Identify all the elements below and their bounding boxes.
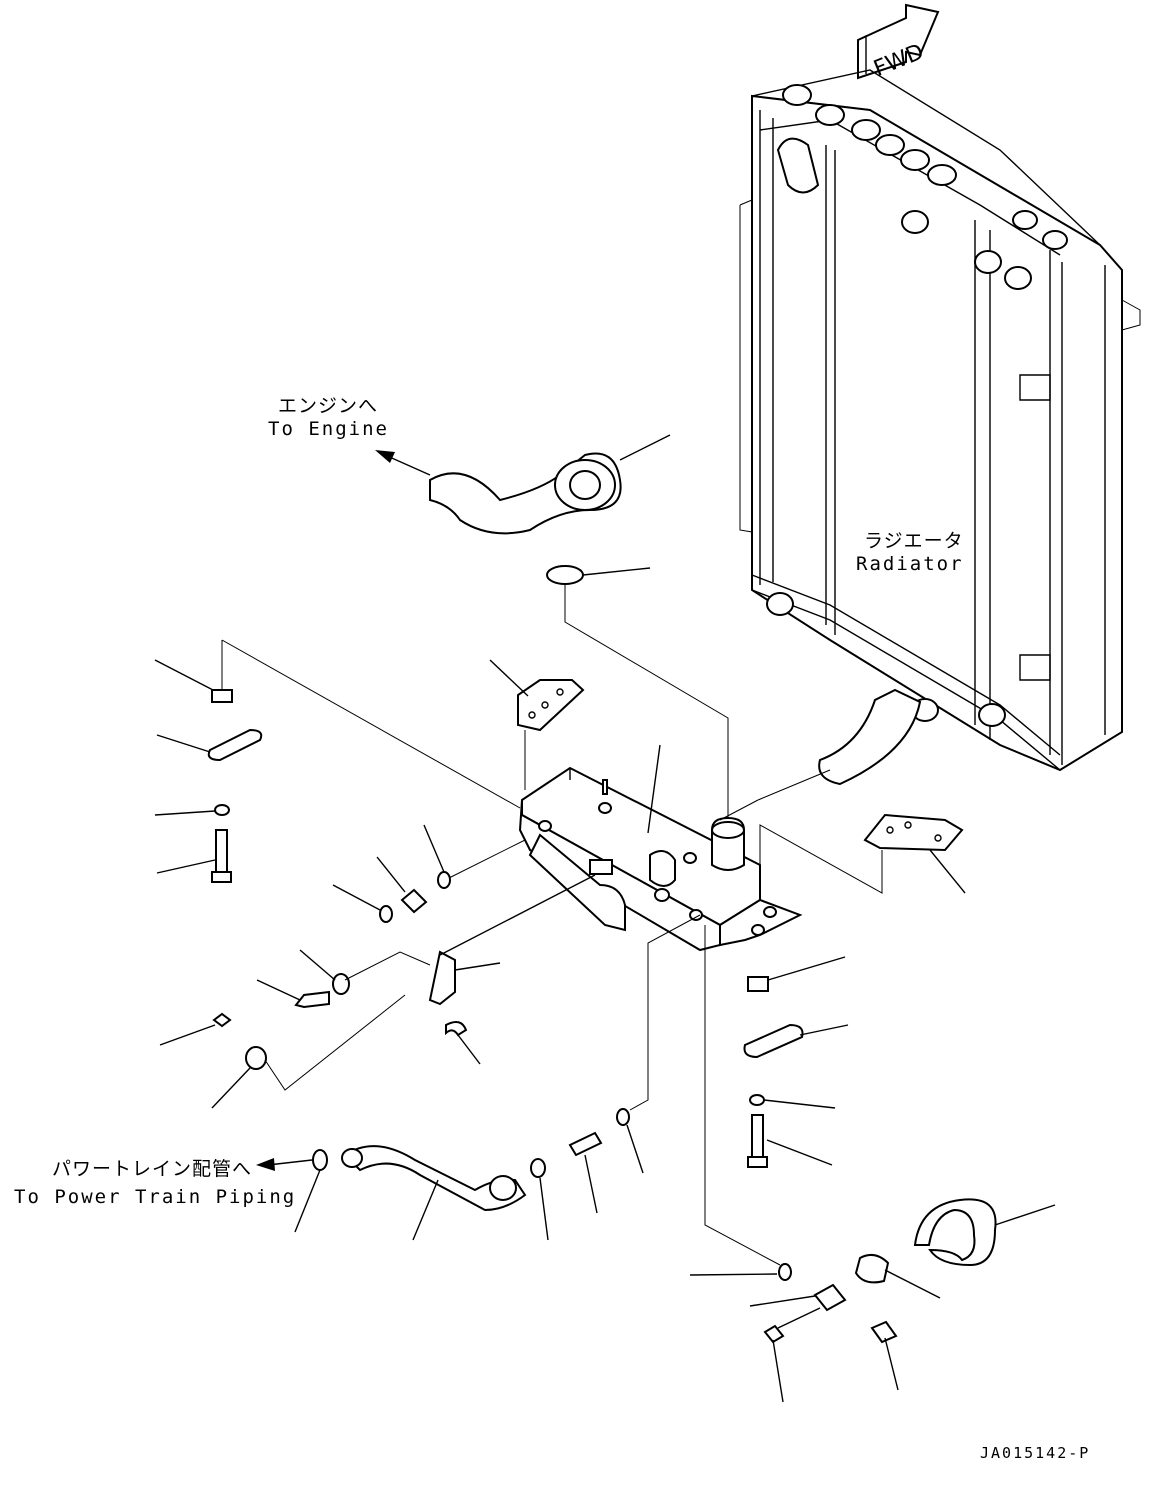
bottom-right-fittings [750,1199,1055,1402]
power-train-label-en: To Power Train Piping [14,1186,297,1208]
to-engine-arrow-icon [375,450,430,475]
leader-line [720,800,758,820]
radiator-assembly [740,70,1140,770]
mounting-bracket-left [490,660,583,790]
radiator-ports [767,139,1031,726]
reservoir-tank [520,745,800,950]
leader-line [620,435,670,460]
to-engine-label-jp: エンジンへ [278,395,379,417]
to-power-train-arrow-icon [256,1158,312,1171]
to-engine-label-en: To Engine [268,418,389,440]
radiator-outlet-hose [819,690,920,784]
engine-hose [430,453,621,533]
left-mount-stack [155,640,520,882]
bottom-fittings [531,915,791,1280]
radiator-top-caps [783,85,1067,249]
leader-line [758,770,830,800]
hose-clamp [547,566,728,825]
radiator-label-en: Radiator [856,553,964,575]
power-train-pipe [295,1146,525,1240]
power-train-label-jp: パワートレイン配管へ [52,1158,253,1180]
figure-code: JA015142-P [980,1444,1091,1462]
fwd-arrow-icon: FWD [858,5,938,82]
mounting-bracket-right [760,815,965,893]
right-mount-stack [745,957,849,1167]
fittings-cluster [160,825,595,1108]
radiator-label-jp: ラジエータ [864,530,964,552]
